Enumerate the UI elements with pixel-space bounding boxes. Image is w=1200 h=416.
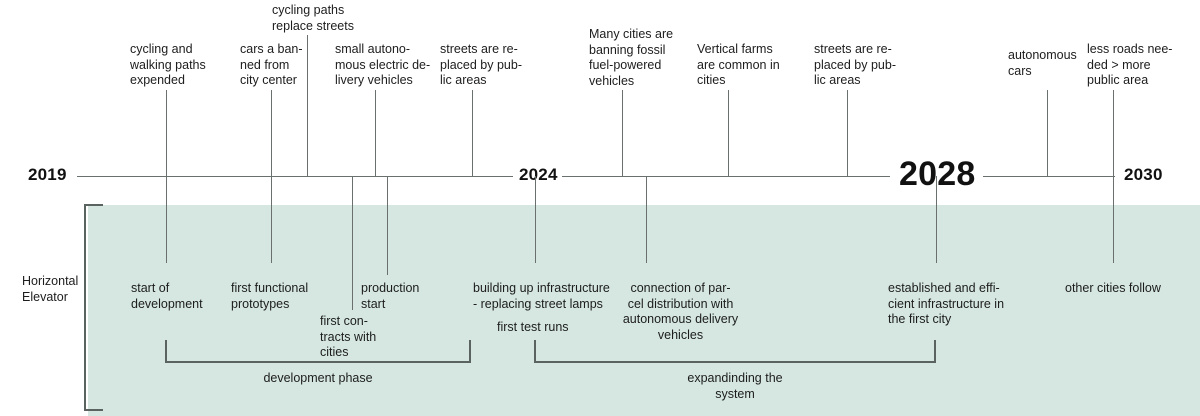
top-event-leader-line-3 xyxy=(375,90,376,176)
top-event-label-5: Many cities are banning fossil fuel-powe… xyxy=(589,27,674,88)
bottom-event-label-8: other cities follow xyxy=(1065,281,1161,295)
top-event-label-0: cycling and walking paths expended xyxy=(130,42,206,87)
top-event-leader-line-7 xyxy=(847,90,848,176)
bottom-event-label-2: first con- tracts with cities xyxy=(320,314,377,359)
bottom-event-leader-line-2 xyxy=(352,176,353,310)
bottom-event-leader-line-3 xyxy=(387,176,388,275)
phase-bracket-1 xyxy=(534,340,936,363)
row-label-horizontal-elevator: Horizontal Elevator xyxy=(22,274,79,304)
bottom-event-label-6: connection of par- cel distribution with… xyxy=(622,281,739,342)
top-event-leader-line-8 xyxy=(1047,90,1048,176)
bottom-event-leader-line-4 xyxy=(535,176,536,263)
top-event-leader-line-0 xyxy=(166,90,167,176)
bottom-event-label-5: first test runs xyxy=(497,320,569,334)
phase-bracket-0 xyxy=(165,340,471,363)
bottom-event-label-7: established and effi- cient infrastructu… xyxy=(888,281,1005,326)
year-label-2019: 2019 xyxy=(28,165,67,184)
bottom-event-leader-line-6 xyxy=(646,176,647,263)
axis-segment-0 xyxy=(77,176,513,177)
top-event-label-8: autonomous cars xyxy=(1008,48,1077,78)
top-event-leader-line-1 xyxy=(271,90,272,176)
year-label-2030: 2030 xyxy=(1124,165,1163,184)
top-event-leader-line-2 xyxy=(307,35,308,176)
year-label-2024: 2024 xyxy=(519,165,558,184)
bottom-event-leader-line-7 xyxy=(936,176,937,263)
bottom-event-label-4: building up infrastructure - replacing s… xyxy=(473,281,610,311)
bottom-event-label-0: start of development xyxy=(131,281,203,311)
top-event-leader-line-4 xyxy=(472,90,473,176)
year-label-2028: 2028 xyxy=(899,155,976,193)
top-event-label-1: cars a ban- ned from city center xyxy=(240,42,303,87)
phase-label-0: development phase xyxy=(263,371,373,385)
top-event-label-7: streets are re- placed by pub- lic areas xyxy=(814,42,897,87)
bottom-event-label-3: production start xyxy=(361,281,420,311)
top-event-leader-line-5 xyxy=(622,90,623,176)
top-event-leader-line-9 xyxy=(1113,90,1114,176)
top-event-label-6: Vertical farms are common in cities xyxy=(697,42,780,87)
bottom-event-leader-line-0 xyxy=(166,176,167,263)
top-event-label-9: less roads nee- ded > more public area xyxy=(1087,42,1173,87)
axis-segment-1 xyxy=(562,176,890,177)
axis-segment-2 xyxy=(983,176,1115,177)
top-event-label-4: streets are re- placed by pub- lic areas xyxy=(440,42,523,87)
phase-label-1: expandinding the system xyxy=(687,371,783,401)
bottom-event-label-1: first functional prototypes xyxy=(231,281,309,311)
top-event-label-3: small autono- mous electric de- livery v… xyxy=(335,42,431,87)
bottom-event-leader-line-1 xyxy=(271,176,272,263)
bottom-event-leader-line-8 xyxy=(1113,176,1114,263)
band-left-bracket xyxy=(84,204,103,411)
horizontal-elevator-band xyxy=(88,205,1200,416)
top-event-label-2: cycling paths replace streets xyxy=(272,3,354,33)
top-event-leader-line-6 xyxy=(728,90,729,176)
